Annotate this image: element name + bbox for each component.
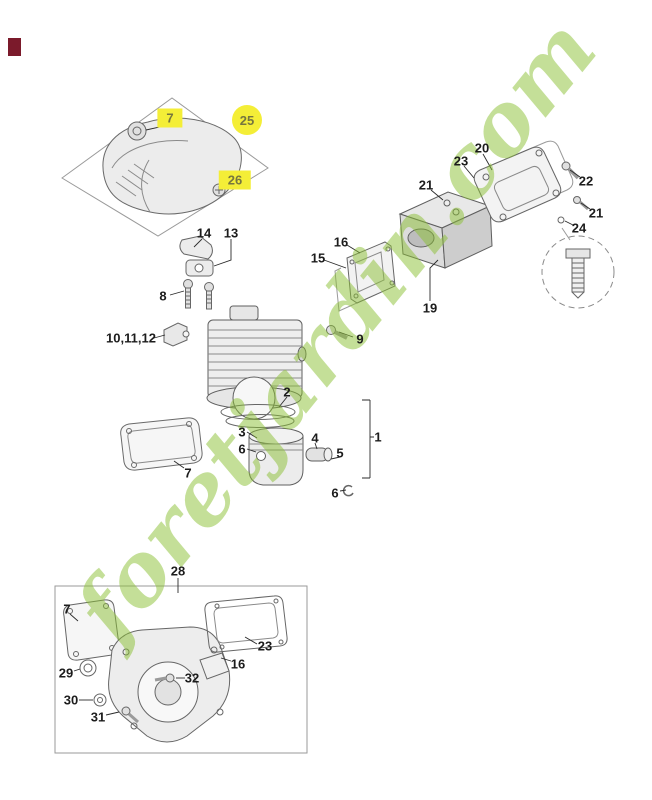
cover-plate-drawing xyxy=(473,140,574,223)
part-label-14: 14 xyxy=(196,225,212,241)
muffler-drawing xyxy=(398,191,493,269)
ring-gasket-drawing xyxy=(220,404,296,428)
part-label-15: 15 xyxy=(310,250,326,266)
part-label-31: 31 xyxy=(90,709,106,725)
part-label-19: 19 xyxy=(422,300,438,316)
part-label-2: 2 xyxy=(283,384,291,400)
part-label-6-lower: 6 xyxy=(331,485,339,501)
part-label-3: 3 xyxy=(238,424,246,440)
gasket-7-drawing xyxy=(120,417,203,471)
part-label-7-gasket: 7 xyxy=(184,465,192,481)
piston-drawing xyxy=(248,427,304,486)
part-label-10-11-12: 10,11,12 xyxy=(106,330,156,346)
part-label-5: 5 xyxy=(336,445,344,461)
part-label-7-shroud-highlighted[interactable]: 7 xyxy=(157,108,183,128)
part-label-23-bottom: 23 xyxy=(257,638,273,654)
part-label-30: 30 xyxy=(63,692,79,708)
crankcase-box-drawing xyxy=(54,585,308,754)
part-label-24: 24 xyxy=(571,220,587,236)
part-label-28: 28 xyxy=(170,563,186,579)
part-label-32: 32 xyxy=(184,670,200,686)
part-label-22: 22 xyxy=(578,173,594,189)
part-label-9: 9 xyxy=(356,331,364,347)
screw-detail-drawing xyxy=(541,227,615,309)
bracket-parts-drawing xyxy=(179,235,214,277)
part-label-21-right: 21 xyxy=(588,205,604,221)
part-label-7-bottom: 7 xyxy=(63,601,71,617)
part-label-16-muffler: 16 xyxy=(333,234,349,250)
cylinder-drawing xyxy=(206,305,307,420)
part-label-29: 29 xyxy=(58,665,74,681)
gasket-15-16-drawing xyxy=(334,241,396,312)
part-label-6-upper: 6 xyxy=(238,441,246,457)
part-label-13: 13 xyxy=(223,225,239,241)
part-label-4: 4 xyxy=(311,430,319,446)
part-label-25-highlighted[interactable]: 25 xyxy=(232,105,262,135)
part-label-26-highlighted[interactable]: 26 xyxy=(218,170,252,190)
screws-8-drawing xyxy=(183,279,214,310)
part-label-20: 20 xyxy=(474,140,490,156)
bolt-9-drawing xyxy=(326,325,348,340)
part-label-16-bottom: 16 xyxy=(230,656,246,672)
wrist-pin-drawing xyxy=(305,447,333,462)
plug-parts-drawing xyxy=(163,322,190,347)
circlip-drawing xyxy=(342,484,354,497)
part-label-8: 8 xyxy=(159,288,167,304)
corner-marker xyxy=(8,38,21,56)
part-label-1: 1 xyxy=(374,429,382,445)
part-label-23-plate: 23 xyxy=(453,153,469,169)
part-label-21-left: 21 xyxy=(418,177,434,193)
